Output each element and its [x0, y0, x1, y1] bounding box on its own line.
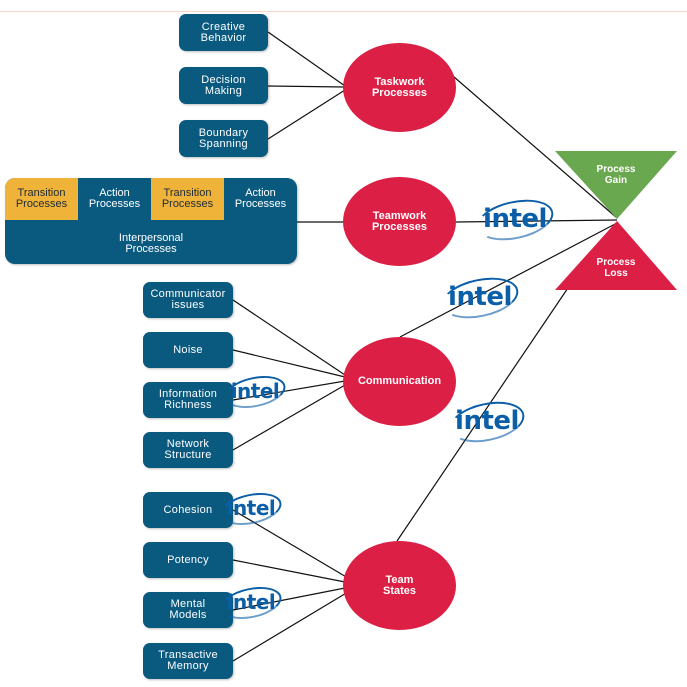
- communicator-issues-box: Communicator issues: [143, 282, 233, 318]
- intel-logo-communication-link: intel: [437, 271, 523, 325]
- decision-making-box: Decision Making: [179, 67, 268, 104]
- taskwork-processes-circle: Taskwork Processes: [343, 43, 456, 132]
- potency-box: Potency: [143, 542, 233, 578]
- network-structure-box: Network Structure: [143, 432, 233, 468]
- link-cohesion-teamstates: [232, 509, 349, 579]
- team-states-circle: Team States: [343, 541, 456, 630]
- link-communication-loss: [399, 222, 618, 338]
- intel-logo-teamstates-link: intel: [445, 395, 529, 449]
- link-network-communication: [232, 384, 346, 451]
- logo-word: intel: [483, 204, 547, 234]
- process-gain-triangle: [555, 151, 677, 219]
- transition-processes-cell-1: Transition Processes: [5, 178, 78, 220]
- intel-logo-mental-models: intel: [217, 581, 285, 625]
- action-processes-cell-1: Action Processes: [88, 187, 141, 210]
- link-richness-communication: [232, 380, 346, 401]
- boundary-spanning-box: Boundary Spanning: [179, 120, 268, 157]
- link-potency-teamstates: [232, 559, 346, 583]
- logo-word: intel: [448, 282, 512, 312]
- link-decision-taskwork: [267, 85, 346, 88]
- transition-processes-cell-2: Transition Processes: [151, 178, 224, 220]
- process-strip: Transition Processes Action Processes Tr…: [5, 178, 297, 264]
- communication-circle: Communication: [343, 337, 456, 426]
- link-creative-taskwork: [267, 31, 346, 87]
- logo-word: intel: [226, 590, 276, 614]
- link-noise-communication: [232, 349, 346, 378]
- link-mental-teamstates: [232, 587, 346, 611]
- intel-logo-cohesion: intel: [217, 487, 285, 531]
- process-gain-label: Process Gain: [596, 164, 636, 186]
- link-teamwork-gain: [455, 219, 618, 223]
- link-communicator-communication: [232, 299, 346, 376]
- link-boundary-taskwork: [267, 89, 346, 140]
- logo-word: intel: [226, 496, 276, 520]
- creative-behavior-box: Creative Behavior: [179, 14, 268, 51]
- interpersonal-processes-label: Interpersonal Processes: [118, 232, 184, 255]
- top-divider: [0, 11, 687, 12]
- intel-logo-teamwork: intel: [472, 193, 558, 247]
- information-richness-box: Information Richness: [143, 382, 233, 418]
- link-teamstates-loss: [396, 281, 573, 542]
- cohesion-box: Cohesion: [143, 492, 233, 528]
- mental-models-box: Mental Models: [143, 592, 233, 628]
- logo-word: intel: [230, 379, 280, 403]
- process-loss-triangle: [555, 221, 677, 290]
- link-transactive-teamstates: [232, 591, 349, 662]
- teamwork-processes-circle: Teamwork Processes: [343, 177, 456, 266]
- link-taskwork-gain: [445, 69, 618, 219]
- action-processes-cell-2: Action Processes: [234, 187, 287, 210]
- transactive-memory-box: Transactive Memory: [143, 643, 233, 679]
- noise-box: Noise: [143, 332, 233, 368]
- process-loss-label: Process Loss: [596, 257, 636, 279]
- logo-word: intel: [455, 406, 519, 436]
- intel-logo-richness: intel: [221, 370, 289, 414]
